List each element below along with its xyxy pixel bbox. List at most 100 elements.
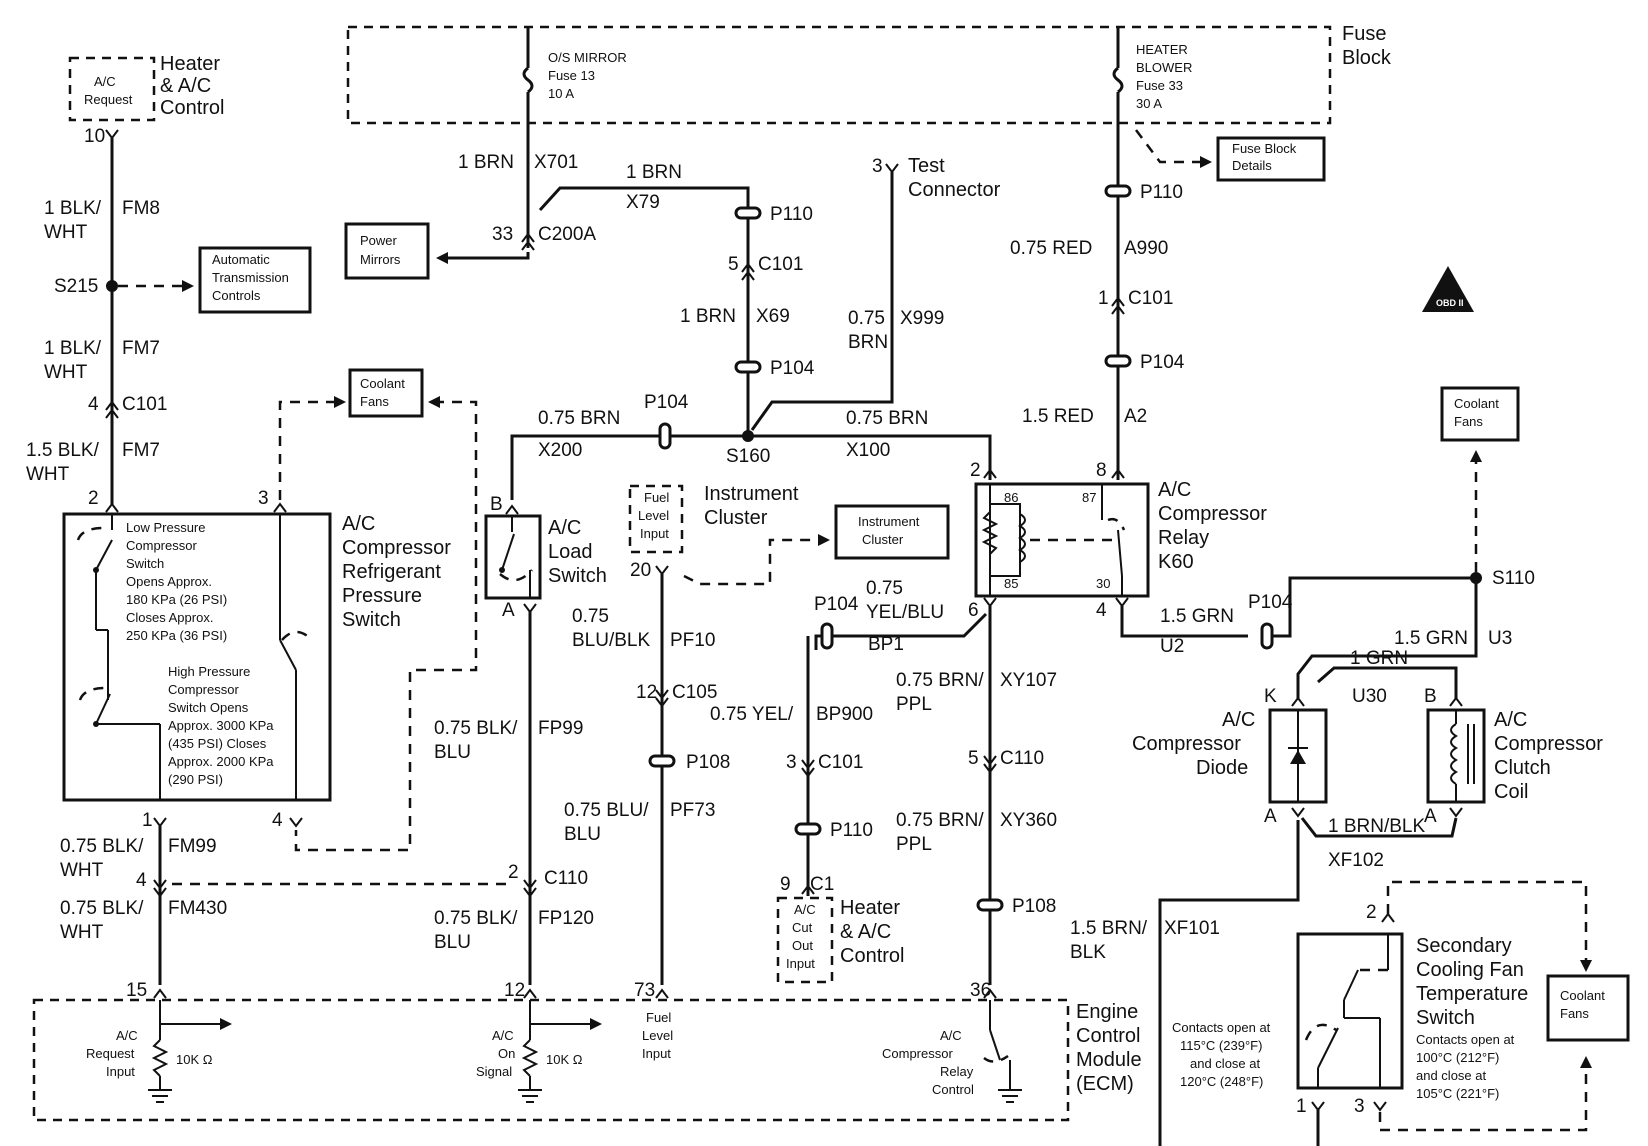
load-switch-title-2: Load — [548, 541, 593, 563]
pin-icon — [1291, 807, 1305, 818]
svg-text:105°C (221°F): 105°C (221°F) — [1416, 1086, 1499, 1101]
p108-mid-icon — [648, 754, 676, 768]
test-connector-2: Connector — [908, 179, 1001, 201]
diode-icon — [1290, 750, 1306, 764]
svg-text:180 KPa (26 PSI): 180 KPa (26 PSI) — [126, 592, 227, 607]
x999-color-2: BRN — [848, 332, 888, 353]
fm430-color-1: 0.75 BLK/ — [60, 898, 144, 919]
ecm-relay-switch-contact — [989, 1029, 1001, 1061]
svg-text:115°C (239°F): 115°C (239°F) — [1180, 1038, 1262, 1053]
c101-center-pin: 5 — [728, 254, 739, 275]
pin-icon — [1381, 912, 1395, 923]
ecm-fuel-1: Fuel — [646, 1010, 671, 1025]
relay-pin-86: 86 — [1004, 490, 1018, 505]
connector-icon — [741, 262, 755, 281]
temp-switch-box — [1296, 932, 1404, 1090]
relay-ext-pin-2: 2 — [970, 460, 981, 481]
x200-color: 0.75 BRN — [538, 408, 620, 429]
high-switch-contact — [95, 693, 111, 725]
fuse-block-outline — [346, 25, 1332, 125]
temp-switch-pin-2: 2 — [1366, 902, 1377, 923]
fuse-block-details-box — [1216, 136, 1326, 182]
relay-title-1: A/C — [1158, 479, 1191, 501]
left-wire1-circuit: FM8 — [122, 198, 160, 219]
coolant-fans-3-b: Fans — [1560, 1006, 1589, 1021]
xy107-circuit: XY107 — [1000, 670, 1057, 691]
clutch-pin-b: B — [1424, 686, 1437, 707]
pin-icon — [655, 565, 669, 576]
coolant-fans-2-b: Fans — [1454, 414, 1483, 429]
load-switch-title-3: Switch — [548, 565, 607, 587]
clutch-title-2: Compressor — [1494, 733, 1603, 755]
svg-text:Switch Opens: Switch Opens — [168, 700, 249, 715]
temp-switch-spec-left: Contacts open at 115°C (239°F) and close… — [1172, 1020, 1271, 1089]
ground-1-icon — [148, 1089, 172, 1103]
ecm-title-2: Control — [1076, 1025, 1140, 1047]
arrow-icon — [428, 396, 440, 408]
fuel-level-inner-3: Input — [640, 526, 669, 541]
p110-passthrough-icon — [734, 206, 762, 220]
ecm-relay-ctl-3: Relay — [940, 1064, 974, 1079]
pin-icon — [153, 817, 167, 828]
arrow-icon — [1580, 1056, 1592, 1068]
fan-switch-contact — [279, 639, 297, 671]
xf102-circuit: XF102 — [1328, 850, 1384, 871]
ecm-pin-15: 15 — [126, 980, 147, 1001]
pin-icon — [289, 817, 303, 828]
xy107-color-2: PPL — [896, 694, 932, 715]
ecm-pin-36: 36 — [970, 980, 991, 1001]
resistor-2-icon — [521, 1039, 539, 1077]
p110-bp-icon — [794, 822, 822, 836]
temp-switch-pin-3: 3 — [1354, 1096, 1365, 1117]
fp120-color-1: 0.75 BLK/ — [434, 908, 518, 929]
pin-icon — [655, 988, 669, 999]
auto-trans-box — [198, 246, 312, 314]
heater-ac-control-bottom-title-1: Heater — [840, 897, 900, 919]
u3-color: 1.5 GRN — [1394, 628, 1468, 649]
svg-text:(290 PSI): (290 PSI) — [168, 772, 223, 787]
bp1-color-2: YEL/BLU — [866, 602, 944, 623]
c1-pin: 9 — [780, 874, 791, 895]
low-pressure-text: Low Pressure Compressor Switch Opens App… — [126, 520, 227, 643]
obd-ii-text: OBD II — [1436, 298, 1464, 308]
load-switch-pin-a: A — [502, 600, 515, 621]
svg-text:Temperature: Temperature — [1416, 983, 1528, 1005]
coolant-fans-box-3 — [1546, 974, 1630, 1042]
instrument-cluster-ref-2: Cluster — [862, 532, 904, 547]
pin-icon — [885, 163, 899, 174]
u2-circuit: U2 — [1160, 636, 1184, 657]
load-switch-pin-b: B — [490, 494, 503, 515]
connector-icon — [523, 879, 537, 898]
pin-icon — [1115, 597, 1129, 608]
xy360-circuit: XY360 — [1000, 810, 1057, 831]
fm430-color-2: WHT — [60, 922, 104, 943]
svg-text:Switch: Switch — [1416, 1007, 1475, 1029]
test-connector-1: Test — [908, 155, 945, 177]
coolant-fans-2-a: Coolant — [1454, 396, 1499, 411]
ecm-relay-ctl-2: Compressor — [882, 1046, 953, 1061]
bp1-circuit: BP1 — [868, 634, 904, 655]
pf73-circuit: PF73 — [670, 800, 715, 821]
pin-icon — [105, 129, 119, 140]
diode-title-1: A/C — [1222, 709, 1255, 731]
a990-color: 0.75 RED — [1010, 238, 1092, 259]
pin-icon — [983, 468, 997, 479]
fp99-circuit: FP99 — [538, 718, 583, 739]
auto-trans-2: Transmission — [212, 270, 289, 285]
instrument-cluster-pin: 20 — [630, 560, 651, 581]
splice-s215 — [106, 280, 118, 292]
temp-switch-contact-1 — [1343, 969, 1359, 1001]
p104-bp1-icon — [820, 622, 834, 650]
c110-mid-label: C110 — [544, 868, 588, 889]
x100-color: 0.75 BRN — [846, 408, 928, 429]
fm99-color-2: WHT — [60, 860, 104, 881]
pin-icon — [983, 988, 997, 999]
fuse-13-icon — [522, 66, 534, 94]
cut-out-inner-1: A/C — [794, 902, 816, 917]
fuel-level-inner-1: Fuel — [644, 490, 669, 505]
heater-ac-control-top-pin: 10 — [84, 126, 105, 147]
resistor-1-icon — [151, 1039, 169, 1077]
instrument-cluster-box — [628, 484, 684, 554]
bp1-color-1: 0.75 — [866, 578, 903, 599]
